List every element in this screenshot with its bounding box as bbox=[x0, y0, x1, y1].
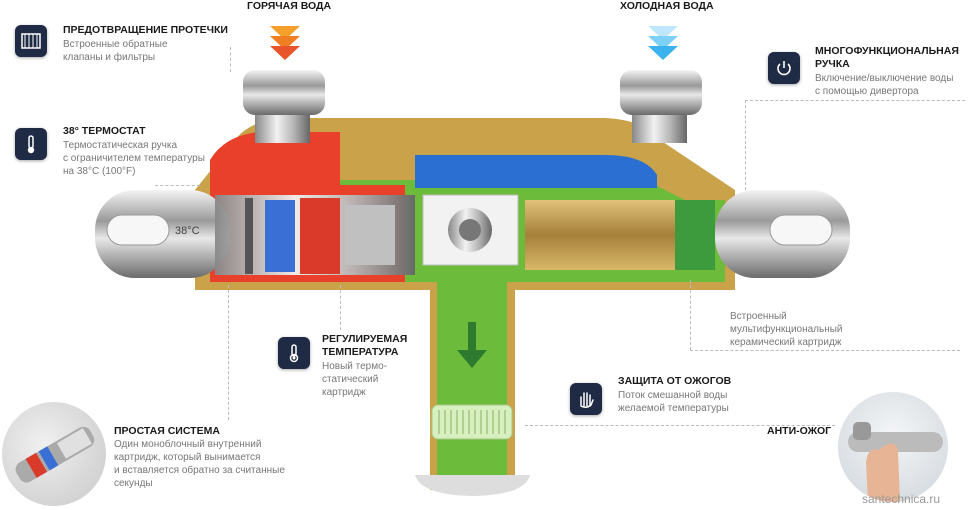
leader-line bbox=[690, 280, 691, 350]
thermometer-icon bbox=[15, 128, 47, 160]
hand-icon bbox=[570, 383, 602, 415]
cartridge-photo bbox=[2, 402, 106, 506]
leak-desc: клапаны и фильтры bbox=[63, 52, 156, 63]
hot-arrow-icon bbox=[270, 26, 300, 60]
regulated-title: РЕГУЛИРУЕМАЯ bbox=[322, 333, 408, 345]
regulated-title: ТЕМПЕРАТУРА bbox=[322, 346, 399, 358]
handle-temp-label: 38°C bbox=[175, 225, 200, 237]
leak-desc: Встроенные обратные bbox=[63, 39, 168, 50]
thermostat-desc: на 38°С (100°F) bbox=[63, 166, 136, 177]
cartridge-desc: мультифункциональный bbox=[730, 324, 843, 335]
leader-line bbox=[745, 100, 746, 190]
mixer-cutaway-illustration: 38°C bbox=[95, 70, 850, 496]
simple-desc: картридж, который вынимается bbox=[114, 452, 261, 463]
burn-desc: желаемой температуры bbox=[618, 403, 729, 414]
multi-desc: с помощью дивертора bbox=[815, 86, 919, 97]
cold-arrow-icon bbox=[648, 26, 678, 60]
leader-line bbox=[745, 100, 965, 101]
cartridge-desc: керамический картридж bbox=[730, 337, 842, 348]
leader-line bbox=[340, 285, 341, 330]
regulated-desc: Новый термо- bbox=[322, 361, 388, 372]
thermostat-desc: Термостатическая ручка bbox=[63, 140, 178, 151]
leader-line bbox=[690, 350, 960, 351]
burn-desc: Поток смешанной воды bbox=[618, 390, 728, 401]
watermark: santechnica.ru bbox=[862, 492, 941, 506]
cold-water-label: ХОЛОДНАЯ ВОДА bbox=[620, 0, 714, 12]
thermostat-desc: с ограничителем температуры bbox=[63, 153, 205, 164]
filter-icon bbox=[15, 25, 47, 57]
regulated-desc: статический bbox=[322, 374, 379, 385]
burn-title: ЗАЩИТА ОТ ОЖОГОВ bbox=[618, 375, 732, 387]
leader-line bbox=[230, 47, 231, 72]
simple-title: ПРОСТАЯ СИСТЕМА bbox=[114, 425, 220, 437]
temperature-icon bbox=[278, 337, 310, 369]
simple-desc: и вставляется обратно за считанные bbox=[114, 465, 285, 476]
simple-desc: секунды bbox=[114, 478, 153, 489]
power-icon bbox=[768, 52, 800, 84]
regulated-desc: картридж bbox=[322, 387, 366, 398]
multi-desc: Включение/выключение воды bbox=[815, 73, 954, 84]
cartridge-desc: Встроенный bbox=[730, 311, 787, 322]
leader-line bbox=[155, 185, 200, 186]
leader-line bbox=[228, 285, 229, 420]
anti-title: АНТИ-ОЖОГ bbox=[767, 425, 832, 437]
hand-photo bbox=[838, 392, 948, 502]
hot-water-label: ГОРЯЧАЯ ВОДА bbox=[247, 0, 332, 12]
leak-title: ПРЕДОТВРАЩЕНИЕ ПРОТЕЧКИ bbox=[63, 24, 228, 36]
multi-title: РУЧКА bbox=[815, 58, 850, 70]
simple-desc: Один моноблочный внутренний bbox=[114, 439, 262, 450]
thermostat-title: 38° ТЕРМОСТАТ bbox=[63, 125, 146, 137]
leader-line bbox=[525, 425, 835, 426]
multi-title: МНОГОФУНКЦИОНАЛЬНАЯ bbox=[815, 45, 959, 57]
